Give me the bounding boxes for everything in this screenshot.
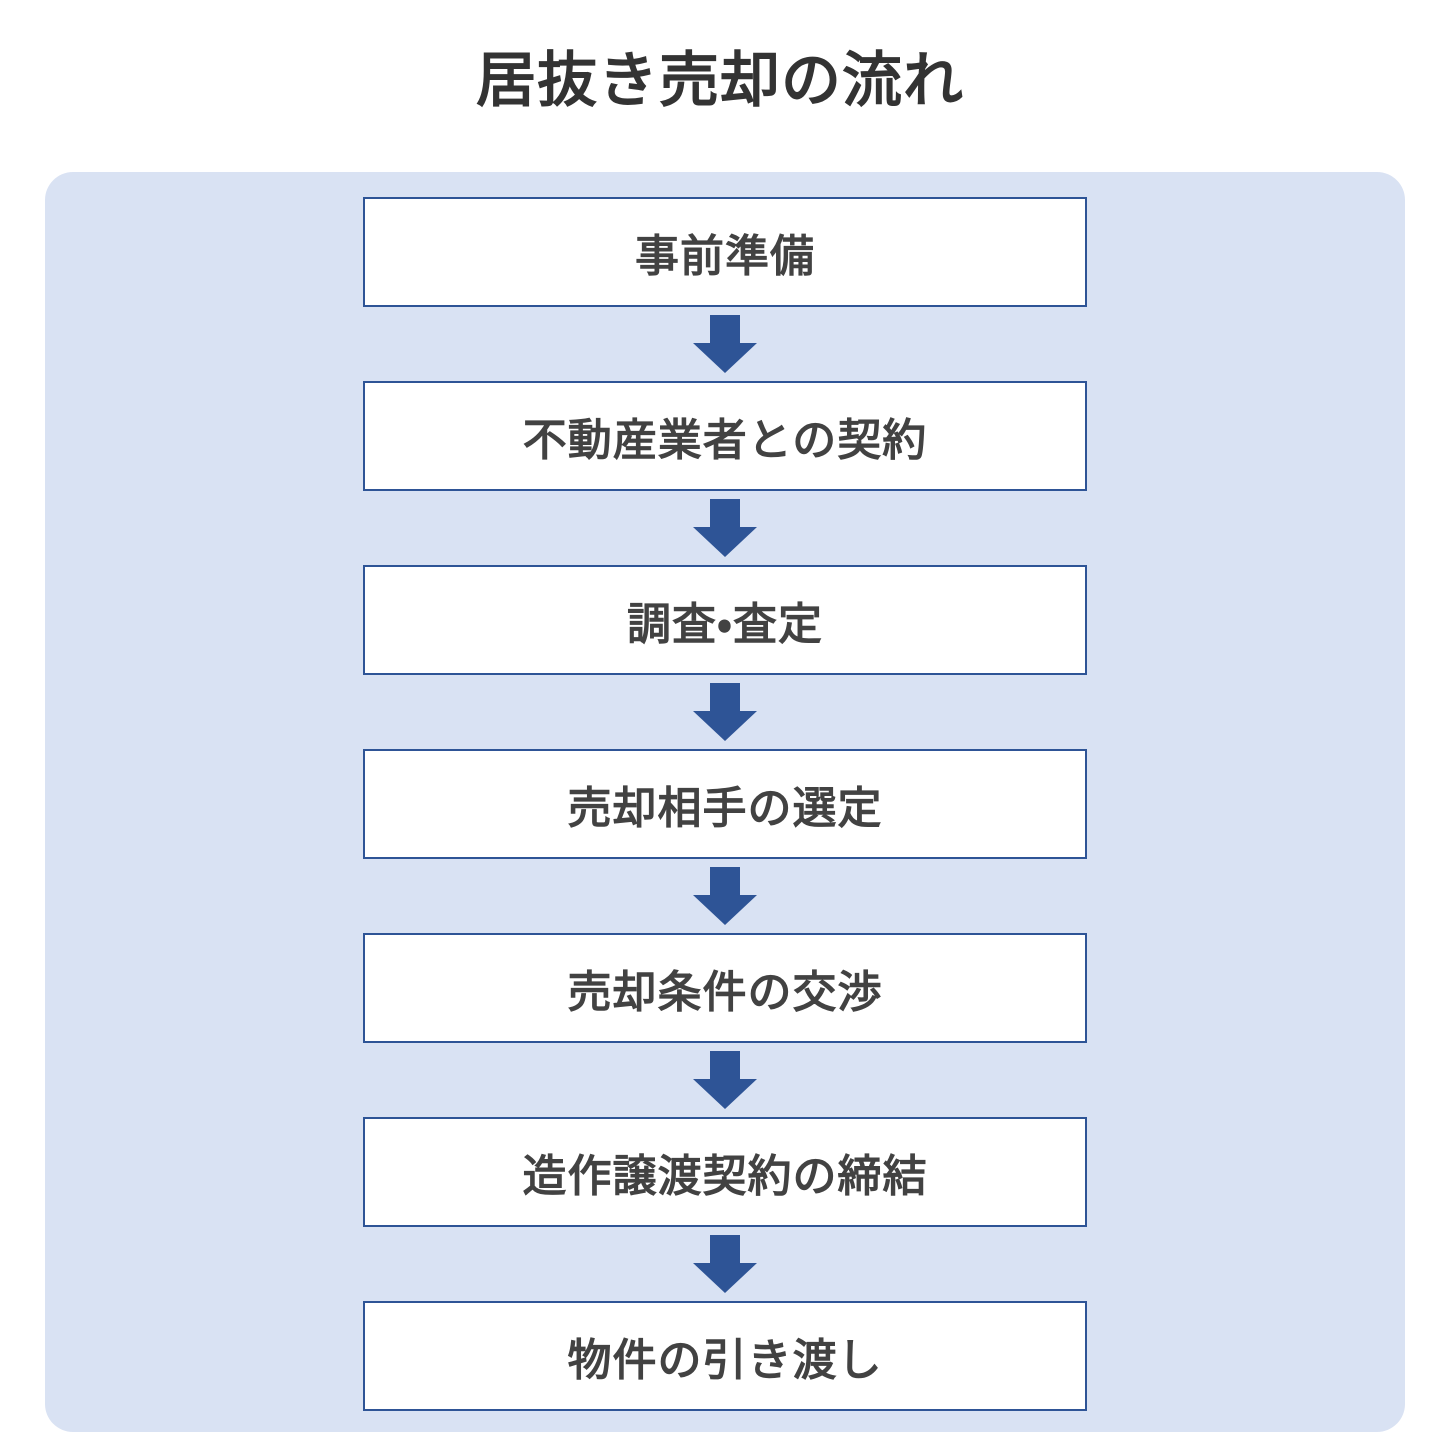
step-label: 不動産業者との契約: [522, 416, 928, 465]
step-label: 売却条件の交渉: [567, 968, 883, 1017]
step-label: 物件の引き渡し: [567, 1336, 883, 1385]
down-arrow-icon: [693, 499, 757, 557]
step-label: 売却相手の選定: [567, 784, 883, 833]
down-arrow-icon: [693, 1235, 757, 1293]
down-arrow-icon: [693, 867, 757, 925]
flow-diagram: 居抜き売却の流れ 事前準備 不動産業者との契約 調査・査定 売: [0, 45, 1440, 1440]
step-label: 造作譲渡契約の締結: [522, 1152, 928, 1201]
step-box-fixture-transfer-contract: 造作譲渡契約の締結: [363, 1117, 1087, 1227]
arrow-wrap: [45, 675, 1405, 749]
page-title: 居抜き売却の流れ: [476, 47, 964, 114]
flow-panel: 事前準備 不動産業者との契約 調査・査定 売却相手の選定: [45, 172, 1405, 1432]
down-arrow-icon: [693, 315, 757, 373]
step-box-property-handover: 物件の引き渡し: [363, 1301, 1087, 1411]
arrow-wrap: [45, 491, 1405, 565]
step-box-survey-assessment: 調査・査定: [363, 565, 1087, 675]
step-box-agent-contract: 不動産業者との契約: [363, 381, 1087, 491]
down-arrow-icon: [693, 1051, 757, 1109]
step-box-buyer-selection: 売却相手の選定: [363, 749, 1087, 859]
down-arrow-icon: [693, 683, 757, 741]
arrow-wrap: [45, 1043, 1405, 1117]
arrow-wrap: [45, 307, 1405, 381]
step-box-preparation: 事前準備: [363, 197, 1087, 307]
step-box-terms-negotiation: 売却条件の交渉: [363, 933, 1087, 1043]
step-label: 調査・査定: [627, 600, 823, 649]
step-label: 事前準備: [635, 232, 815, 281]
arrow-wrap: [45, 859, 1405, 933]
arrow-wrap: [45, 1227, 1405, 1301]
